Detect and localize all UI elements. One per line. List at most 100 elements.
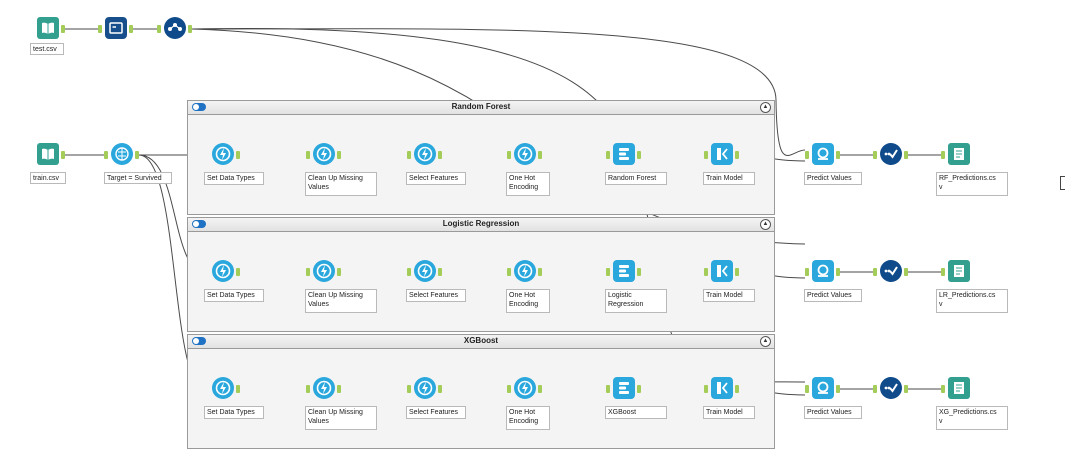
input-anchor[interactable] (507, 385, 511, 393)
target-tool[interactable] (111, 143, 133, 165)
input-anchor[interactable] (98, 25, 102, 33)
step-xg-5[interactable] (711, 377, 733, 399)
output-anchor[interactable] (836, 151, 840, 159)
step-lr-1[interactable] (313, 260, 335, 282)
step-rf-3[interactable] (514, 143, 536, 165)
check-tool-lr[interactable] (880, 260, 902, 282)
output-xg[interactable] (948, 377, 970, 399)
collapse-icon[interactable]: ▲ (760, 219, 771, 230)
output-anchor[interactable] (337, 385, 341, 393)
input-anchor[interactable] (805, 268, 809, 276)
step-rf-5[interactable] (711, 143, 733, 165)
input-anchor[interactable] (157, 25, 161, 33)
predict-values-xg[interactable] (812, 377, 834, 399)
input-anchor[interactable] (507, 268, 511, 276)
input-anchor[interactable] (104, 151, 108, 159)
output-anchor[interactable] (637, 385, 641, 393)
container-header[interactable]: Random Forest▲ (188, 101, 774, 115)
container-header[interactable]: Logistic Regression▲ (188, 218, 774, 232)
output-anchor[interactable] (538, 385, 542, 393)
output-anchor[interactable] (337, 268, 341, 276)
step-lr-2[interactable] (414, 260, 436, 282)
input-anchor[interactable] (306, 151, 310, 159)
input-anchor[interactable] (306, 385, 310, 393)
step-rf-1[interactable] (313, 143, 335, 165)
output-rf[interactable] (948, 143, 970, 165)
check-tool-rf[interactable] (880, 143, 902, 165)
output-anchor[interactable] (129, 25, 133, 33)
input-anchor[interactable] (704, 151, 708, 159)
output-anchor[interactable] (538, 268, 542, 276)
input-anchor[interactable] (941, 268, 945, 276)
input-anchor[interactable] (306, 268, 310, 276)
step-xg-1[interactable] (313, 377, 335, 399)
output-anchor[interactable] (637, 151, 641, 159)
input-anchor[interactable] (606, 268, 610, 276)
input-anchor[interactable] (873, 151, 877, 159)
input-anchor[interactable] (941, 151, 945, 159)
output-anchor[interactable] (438, 385, 442, 393)
output-anchor[interactable] (438, 151, 442, 159)
input-anchor[interactable] (507, 151, 511, 159)
check-tool-xg[interactable] (880, 377, 902, 399)
output-anchor[interactable] (135, 151, 139, 159)
step-rf-2[interactable] (414, 143, 436, 165)
output-anchor[interactable] (236, 385, 240, 393)
output-anchor[interactable] (735, 151, 739, 159)
input-anchor[interactable] (407, 151, 411, 159)
output-anchor[interactable] (538, 151, 542, 159)
input-anchor[interactable] (805, 385, 809, 393)
output-anchor[interactable] (836, 268, 840, 276)
step-xg-2[interactable] (414, 377, 436, 399)
step-rf-4[interactable] (613, 143, 635, 165)
output-anchor[interactable] (61, 25, 65, 33)
container-toggle[interactable] (192, 103, 206, 111)
step-xg-4[interactable] (613, 377, 635, 399)
container-lr[interactable]: Logistic Regression▲ (187, 217, 775, 332)
output-anchor[interactable] (904, 151, 908, 159)
input-anchor[interactable] (407, 385, 411, 393)
input-train-csv[interactable] (37, 143, 59, 165)
output-anchor[interactable] (735, 268, 739, 276)
input-anchor[interactable] (606, 385, 610, 393)
input-anchor[interactable] (873, 385, 877, 393)
browse-tool[interactable] (105, 17, 127, 39)
output-anchor[interactable] (904, 385, 908, 393)
input-anchor[interactable] (805, 151, 809, 159)
predict-values-lr[interactable] (812, 260, 834, 282)
container-rf[interactable]: Random Forest▲ (187, 100, 775, 215)
predict-values-rf[interactable] (812, 143, 834, 165)
output-anchor[interactable] (904, 268, 908, 276)
step-lr-0[interactable] (212, 260, 234, 282)
step-xg-0[interactable] (212, 377, 234, 399)
step-xg-3[interactable] (514, 377, 536, 399)
collapse-icon[interactable]: ▲ (760, 336, 771, 347)
output-anchor[interactable] (337, 151, 341, 159)
step-lr-5[interactable] (711, 260, 733, 282)
output-anchor[interactable] (836, 385, 840, 393)
input-anchor[interactable] (873, 268, 877, 276)
output-anchor[interactable] (236, 151, 240, 159)
input-anchor[interactable] (704, 385, 708, 393)
container-xg[interactable]: XGBoost▲ (187, 334, 775, 449)
output-anchor[interactable] (61, 151, 65, 159)
step-rf-0[interactable] (212, 143, 234, 165)
input-anchor[interactable] (407, 268, 411, 276)
input-anchor[interactable] (606, 151, 610, 159)
container-header[interactable]: XGBoost▲ (188, 335, 774, 349)
input-test-csv[interactable] (37, 17, 59, 39)
output-lr[interactable] (948, 260, 970, 282)
container-toggle[interactable] (192, 337, 206, 345)
container-toggle[interactable] (192, 220, 206, 228)
input-anchor[interactable] (704, 268, 708, 276)
output-anchor[interactable] (236, 268, 240, 276)
output-anchor[interactable] (438, 268, 442, 276)
step-lr-4[interactable] (613, 260, 635, 282)
output-anchor[interactable] (637, 268, 641, 276)
join-tool[interactable] (164, 17, 186, 39)
input-anchor[interactable] (941, 385, 945, 393)
collapse-icon[interactable]: ▲ (760, 102, 771, 113)
step-lr-3[interactable] (514, 260, 536, 282)
output-anchor[interactable] (188, 25, 192, 33)
